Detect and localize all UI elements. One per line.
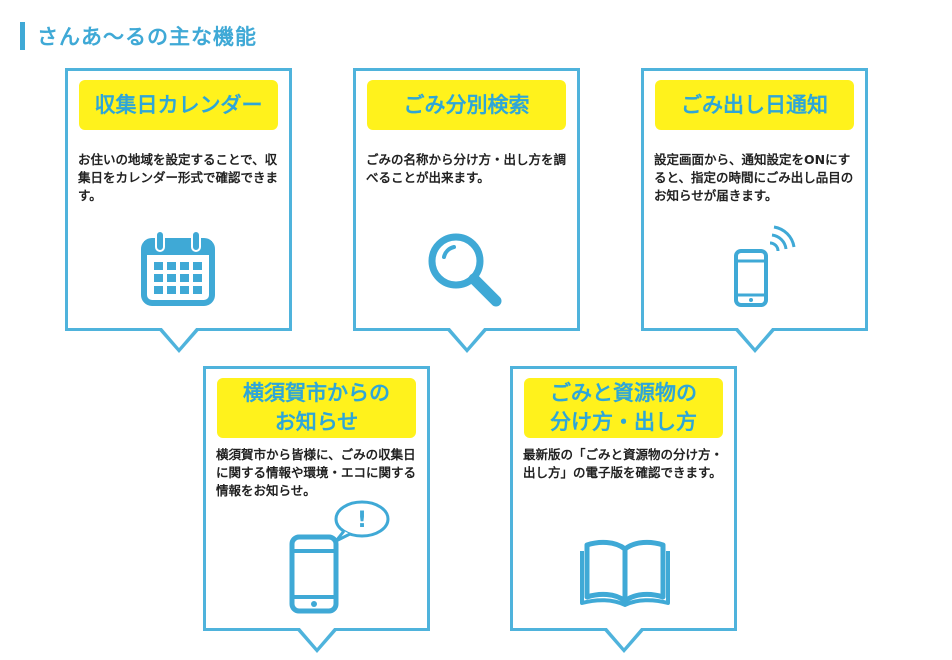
smartphone-alert-icon: ! <box>289 500 390 614</box>
section-accent-bar <box>20 22 25 50</box>
section-title: さんあ〜るの主な機能 <box>37 25 257 49</box>
feature-description: 設定画面から、通知設定をONにすると、指定の時間にごみ出し品目のお知らせが届きま… <box>654 152 854 203</box>
feature-label: 横須賀市からの お知らせ <box>217 378 416 438</box>
feature-label: 収集日カレンダー <box>79 80 278 130</box>
feature-card-calendar: 収集日カレンダー お住いの地域を設定することで、収集日をカレンダー形式で確認でき… <box>65 68 292 353</box>
feature-description: 横須賀市から皆様に、ごみの収集日に関する情報や環境・エコに関する情報をお知らせ。 <box>216 447 417 498</box>
feature-description: ごみの名称から分け方・出し方を調べることが出来ます。 <box>366 152 567 185</box>
calendar-icon <box>141 230 215 306</box>
feature-label: ごみ分別検索 <box>367 80 566 130</box>
open-book-icon <box>580 539 670 607</box>
alert-badge-text: ! <box>357 508 367 533</box>
feature-card-city-news: 横須賀市からの お知らせ 横須賀市から皆様に、ごみの収集日に関する情報や環境・エ… <box>203 366 430 653</box>
feature-label: ごみと資源物の 分け方・出し方 <box>524 378 723 438</box>
feature-label: ごみ出し日通知 <box>655 80 854 130</box>
magnifier-icon <box>428 233 502 307</box>
section-header: さんあ〜るの主な機能 <box>20 20 257 52</box>
feature-card-notification: ごみ出し日通知 設定画面から、通知設定をONにすると、指定の時間にごみ出し品目の… <box>641 68 868 353</box>
feature-card-guide: ごみと資源物の 分け方・出し方 最新版の「ごみと資源物の分け方・出し方」の電子版… <box>510 366 737 653</box>
feature-card-search: ごみ分別検索 ごみの名称から分け方・出し方を調べることが出来ます。 <box>353 68 580 353</box>
smartphone-notification-icon <box>734 225 796 307</box>
feature-description: お住いの地域を設定することで、収集日をカレンダー形式で確認できます。 <box>78 152 279 203</box>
feature-description: 最新版の「ごみと資源物の分け方・出し方」の電子版を確認できます。 <box>523 447 724 480</box>
